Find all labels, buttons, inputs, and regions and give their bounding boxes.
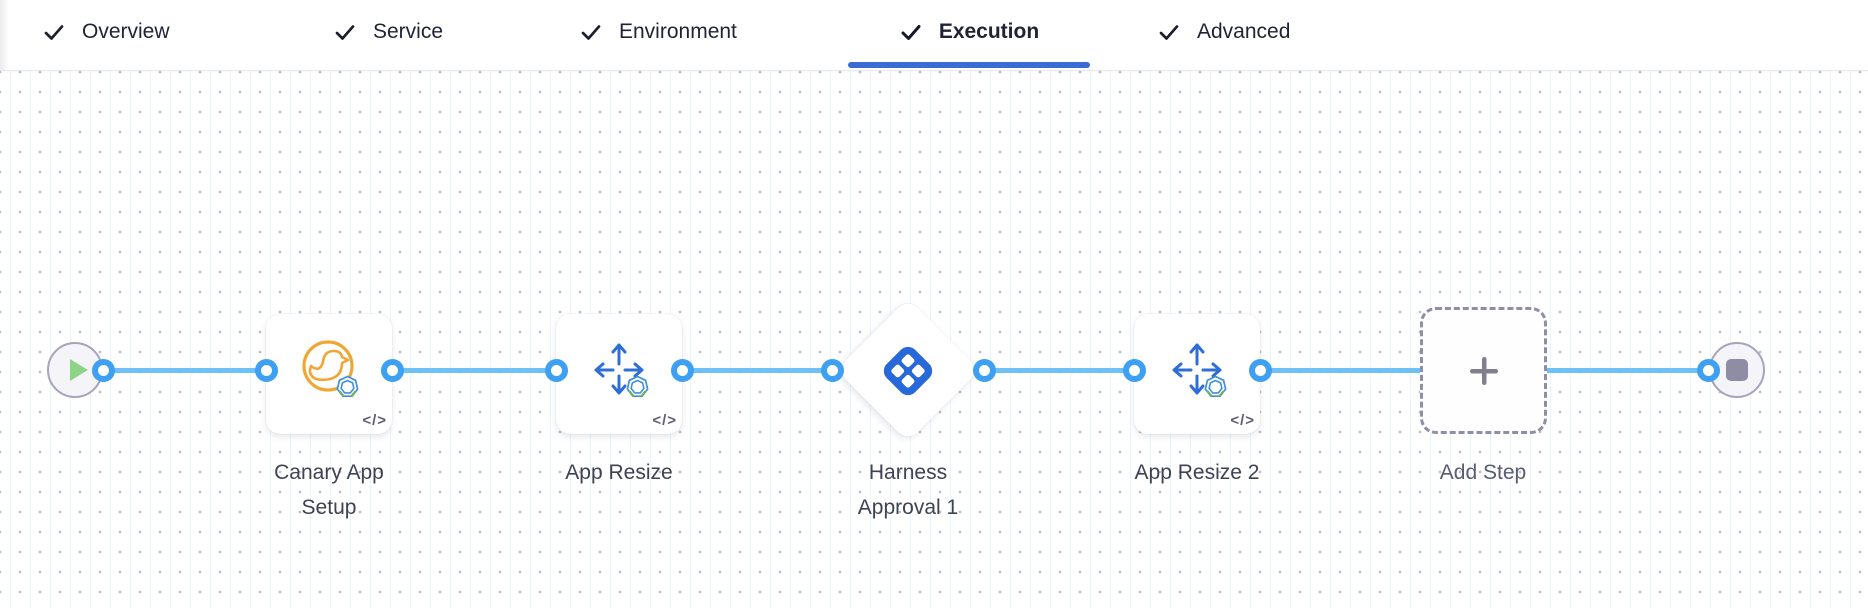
step-card-app-resize[interactable]: </> <box>556 314 682 434</box>
tab-overview[interactable]: Overview <box>42 0 170 64</box>
tab-advanced[interactable]: Advanced <box>1157 0 1290 64</box>
plus-icon <box>1469 356 1498 385</box>
check-icon <box>901 25 921 40</box>
node-label-app-resize: App Resize <box>565 461 673 484</box>
connector-port[interactable] <box>381 359 404 382</box>
pipeline-canvas[interactable]: </> </> <box>0 70 1868 608</box>
stop-icon <box>1726 359 1748 381</box>
connector-edge <box>1260 368 1423 373</box>
check-icon <box>1159 25 1179 40</box>
tab-label: Overview <box>82 20 170 43</box>
step-card-canary-app-setup[interactable]: </> <box>266 314 392 434</box>
code-view-badge: </> <box>1230 412 1255 429</box>
tab-label: Environment <box>619 20 737 43</box>
tab-execution[interactable]: Execution <box>848 0 1090 68</box>
connector-port[interactable] <box>973 359 996 382</box>
connector-edge <box>392 368 556 373</box>
code-view-badge: </> <box>362 412 387 429</box>
add-step-button[interactable] <box>1420 307 1547 434</box>
harness-logo-icon <box>883 346 933 396</box>
stage-config-tabbar: Overview Service Environment Execution A… <box>0 0 1868 71</box>
node-label-canary-app-setup: Canary App Setup <box>274 461 384 519</box>
tab-label: Advanced <box>1197 20 1291 43</box>
play-icon <box>70 359 88 381</box>
check-icon <box>581 25 601 40</box>
node-label-add-step: Add Step <box>1439 461 1527 484</box>
tab-service[interactable]: Service <box>333 0 443 64</box>
resize-arrows-icon <box>594 343 644 395</box>
end-node[interactable] <box>1709 342 1765 398</box>
code-view-badge: </> <box>652 412 677 429</box>
gear-badge-icon <box>1204 375 1227 398</box>
connector-port[interactable] <box>1249 359 1272 382</box>
connector-port[interactable] <box>255 359 278 382</box>
connector-edge <box>103 368 266 373</box>
gear-badge-icon <box>626 375 649 398</box>
tab-label: Service <box>373 20 444 43</box>
check-icon <box>335 25 355 40</box>
check-icon <box>44 25 64 40</box>
resize-arrows-icon <box>1172 343 1222 395</box>
connector-edge <box>984 368 1134 373</box>
connector-port[interactable] <box>1697 359 1720 382</box>
connector-edge <box>1544 368 1708 373</box>
node-label-harness-approval-1: Harness Approval 1 <box>857 461 959 519</box>
connector-port[interactable] <box>545 359 568 382</box>
connector-port[interactable] <box>671 359 694 382</box>
connector-port[interactable] <box>92 359 115 382</box>
tab-label: Execution <box>938 20 1040 43</box>
gear-badge-icon <box>336 375 359 398</box>
tab-environment[interactable]: Environment <box>579 0 737 64</box>
connector-port[interactable] <box>821 359 844 382</box>
node-label-app-resize-2: App Resize 2 <box>1134 461 1260 484</box>
connector-port[interactable] <box>1123 359 1146 382</box>
canary-icon <box>302 340 354 392</box>
step-card-app-resize-2[interactable]: </> <box>1134 314 1260 434</box>
connector-edge <box>682 368 832 373</box>
